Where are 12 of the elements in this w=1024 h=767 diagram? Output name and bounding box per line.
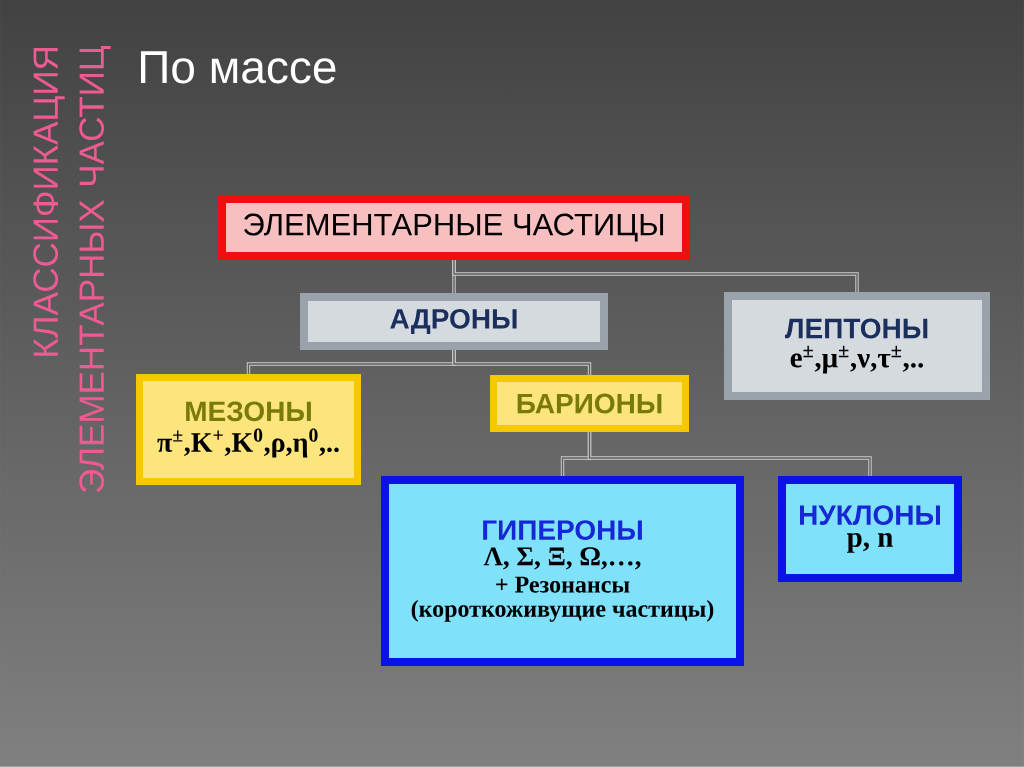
connector-line [452,349,592,376]
category-box: НУКЛОНЫ p, n [778,476,962,582]
category-box: БАРИОНЫ [490,375,689,432]
category-box: ЛЕПТОНЫ e$^{±}$,μ$^{±}$,ν,τ$^{±}$,.. [724,292,990,400]
category-box: АДРОНЫ [300,293,608,350]
slide-title: КЛАССИФИКАЦИЯ ЭЛЕМЕНТАРНЫХ ЧАСТИЦ [33,45,111,493]
category-box: ГИПЕРОНЫ Λ, Σ, Ξ, Ω,…, + Резонансы (короткоживущие частицы) [381,476,744,666]
category-box: ЭЛЕМЕНТАРНЫЕ ЧАСТИЦЫ [218,195,690,260]
category-box: МЕЗОНЫ π$^{±}$,K$^{+}$,K$^{0}$,ρ,η$^{0}$,.. [136,374,361,485]
connector-line [587,431,872,477]
connector-line [452,259,859,293]
subtitle: По массе [141,51,336,84]
